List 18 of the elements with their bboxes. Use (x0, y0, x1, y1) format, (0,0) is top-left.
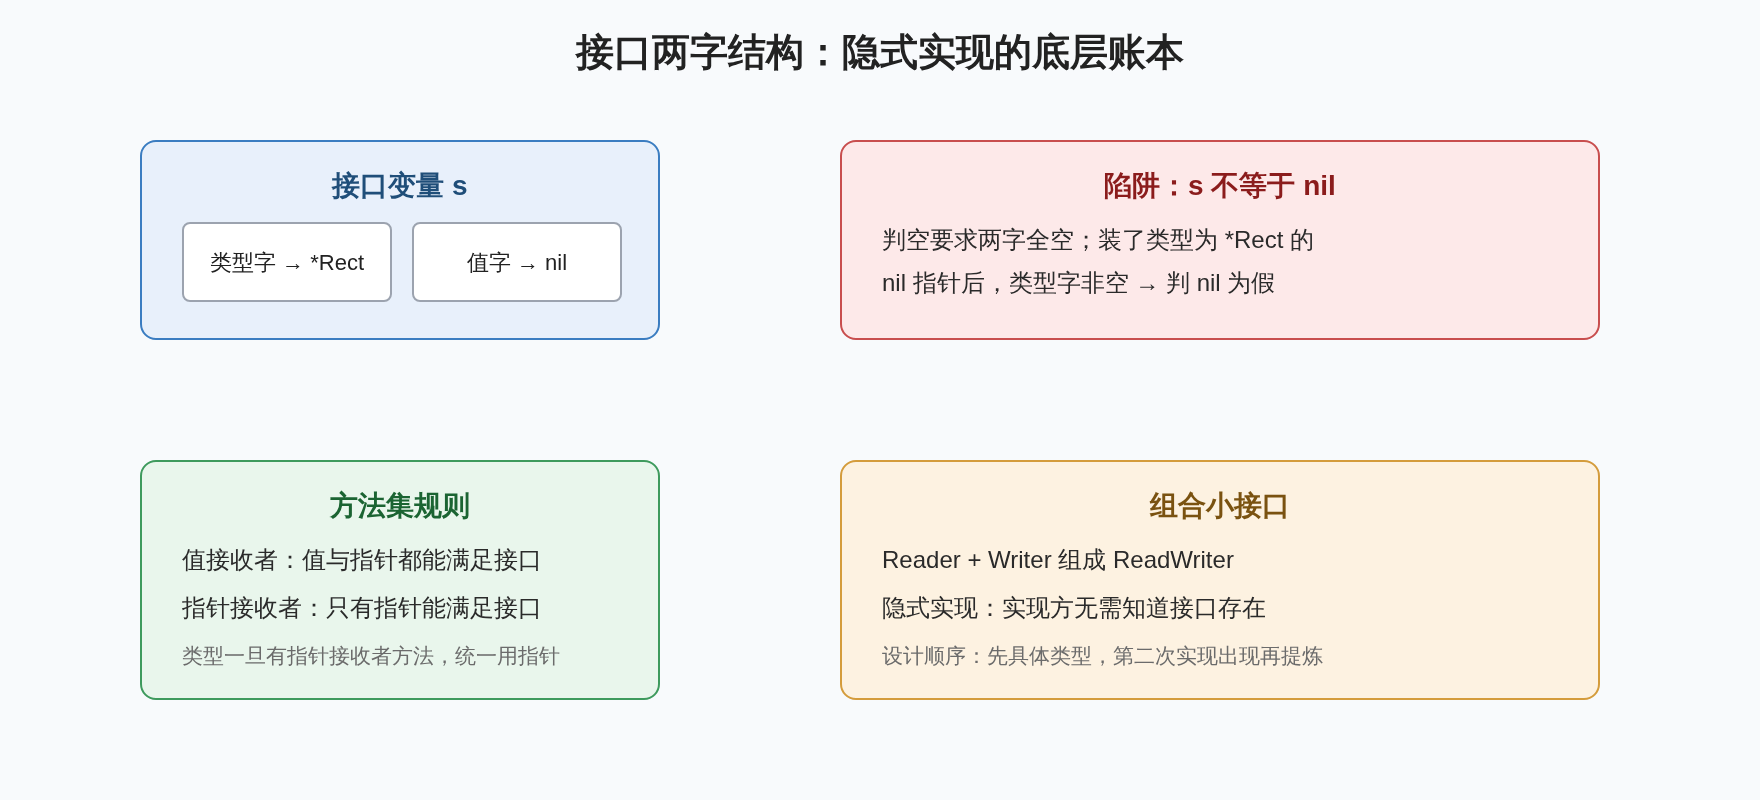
card-heading: 陷阱：s 不等于 nil (1104, 170, 1336, 202)
info-card (840, 140, 1600, 340)
card-heading: 接口变量 s (332, 170, 468, 202)
diagram-title: 接口两字结构：隐式实现的底层账本 (576, 30, 1184, 75)
value-slot: 值字 → nil (412, 222, 622, 302)
value-slot: 类型字 → *Rect (182, 222, 392, 302)
card-heading: 方法集规则 (330, 490, 470, 522)
info-card (140, 140, 660, 340)
info-card (840, 460, 1600, 700)
card-note: 设计顺序：先具体类型，第二次实现出现再提炼 (882, 643, 1323, 669)
card-text: Reader + Writer 组成 ReadWriter (882, 545, 1234, 575)
card-heading: 组合小接口 (1150, 490, 1290, 522)
card-text: 隐式实现：实现方无需知道接口存在 (882, 593, 1266, 623)
card-text: 指针接收者：只有指针能满足接口 (182, 593, 542, 623)
card-text: 值接收者：值与指针都能满足接口 (182, 545, 542, 575)
card-text: 判空要求两字全空；装了类型为 *Rect 的 nil 指针后，类型字非空 → 判 nil 为假 (882, 225, 1316, 298)
info-card (140, 460, 660, 700)
card-note: 类型一旦有指针接收者方法，统一用指针 (182, 643, 560, 669)
